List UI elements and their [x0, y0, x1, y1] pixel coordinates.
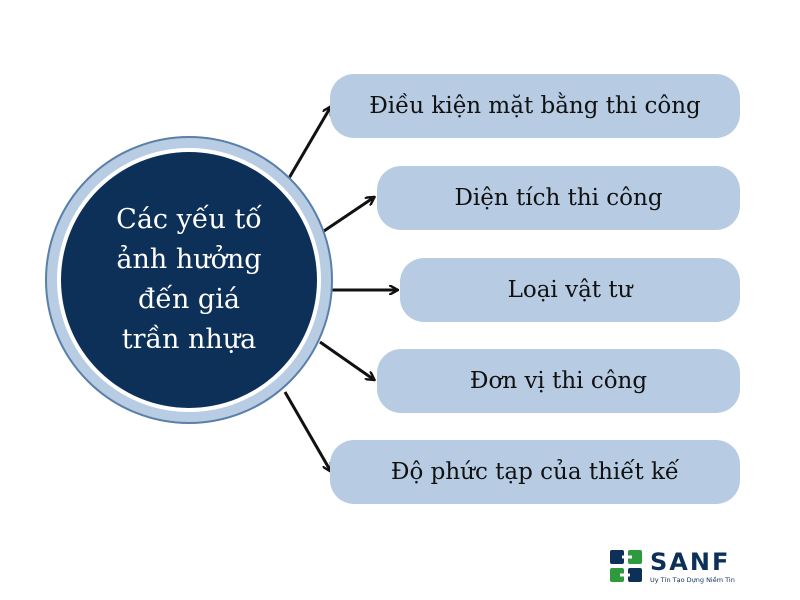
brand-name: SANF [650, 548, 731, 576]
factor-box-contractor: Đơn vị thi công [377, 349, 740, 413]
factor-box-design-complexity: Độ phức tạp của thiết kế [330, 440, 740, 504]
arrow-to-factor-5 [283, 391, 330, 470]
brand-logo: SANF Uy Tín Tạo Dựng Niềm Tin [608, 548, 768, 588]
arrow-to-factor-1 [283, 108, 330, 186]
center-title: Các yếu tố ảnh hưởng đến giá trần nhựa [116, 204, 262, 355]
factor-box-site-conditions: Điều kiện mặt bằng thi công [330, 74, 740, 138]
factor-box-material-type: Loại vật tư [400, 258, 740, 322]
arrow-to-factor-2 [317, 198, 373, 237]
arrow-to-factor-4 [319, 340, 373, 379]
brand-tagline: Uy Tín Tạo Dựng Niềm Tin [650, 576, 735, 584]
sanf-logo-icon [610, 550, 642, 582]
center-node: Các yếu tố ảnh hưởng đến giá trần nhựa [61, 152, 317, 408]
factor-box-area: Diện tích thi công [377, 166, 740, 230]
